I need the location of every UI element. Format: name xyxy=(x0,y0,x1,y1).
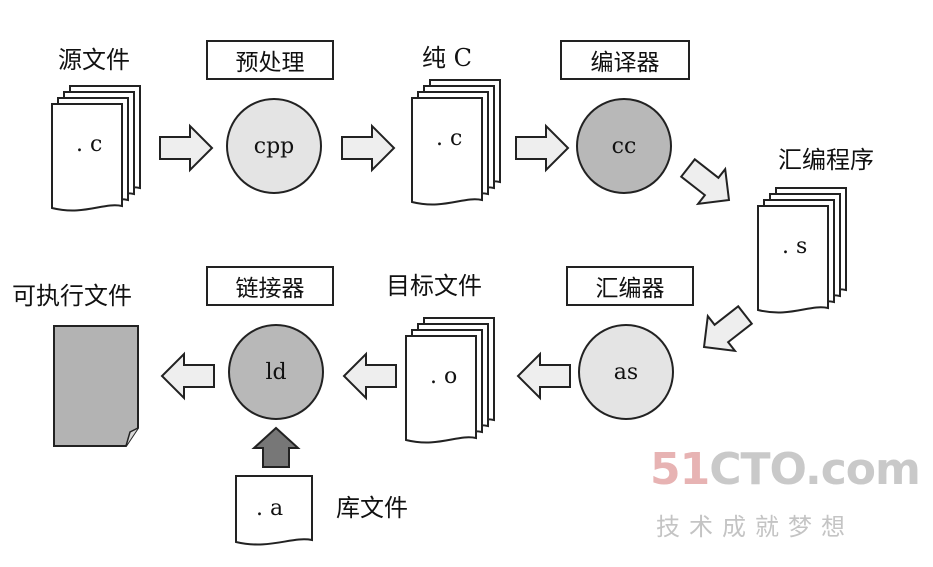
label-source-files: 源文件 xyxy=(58,46,130,74)
doc-o-text: . o xyxy=(430,364,458,389)
label-pure-c: 纯 C xyxy=(422,44,472,72)
node-cc: cc xyxy=(576,98,672,194)
box-compiler: 编译器 xyxy=(560,40,690,80)
executable-file-icon xyxy=(53,325,139,447)
watermark-logo: 51CTO.com xyxy=(650,444,921,495)
doc-c-pure-text: . c xyxy=(436,126,463,151)
node-ld: ld xyxy=(228,324,324,420)
doc-a-text: . a xyxy=(256,496,284,521)
node-cpp: cpp xyxy=(226,98,322,194)
doc-a xyxy=(235,475,313,546)
doc-s-text: . s xyxy=(782,234,808,259)
box-preprocessor: 预处理 xyxy=(206,40,334,80)
label-assembly-program: 汇编程序 xyxy=(778,146,874,174)
node-as: as xyxy=(578,324,674,420)
arrow-a-to-ld xyxy=(251,426,301,468)
label-object-files: 目标文件 xyxy=(386,272,482,300)
label-library-files: 库文件 xyxy=(336,494,408,522)
label-executable: 可执行文件 xyxy=(12,282,132,310)
box-assembler: 汇编器 xyxy=(566,266,694,306)
box-linker: 链接器 xyxy=(206,266,334,306)
doc-c-source-text: . c xyxy=(76,132,103,157)
watermark-slogan: 技术成就梦想 xyxy=(656,513,854,541)
